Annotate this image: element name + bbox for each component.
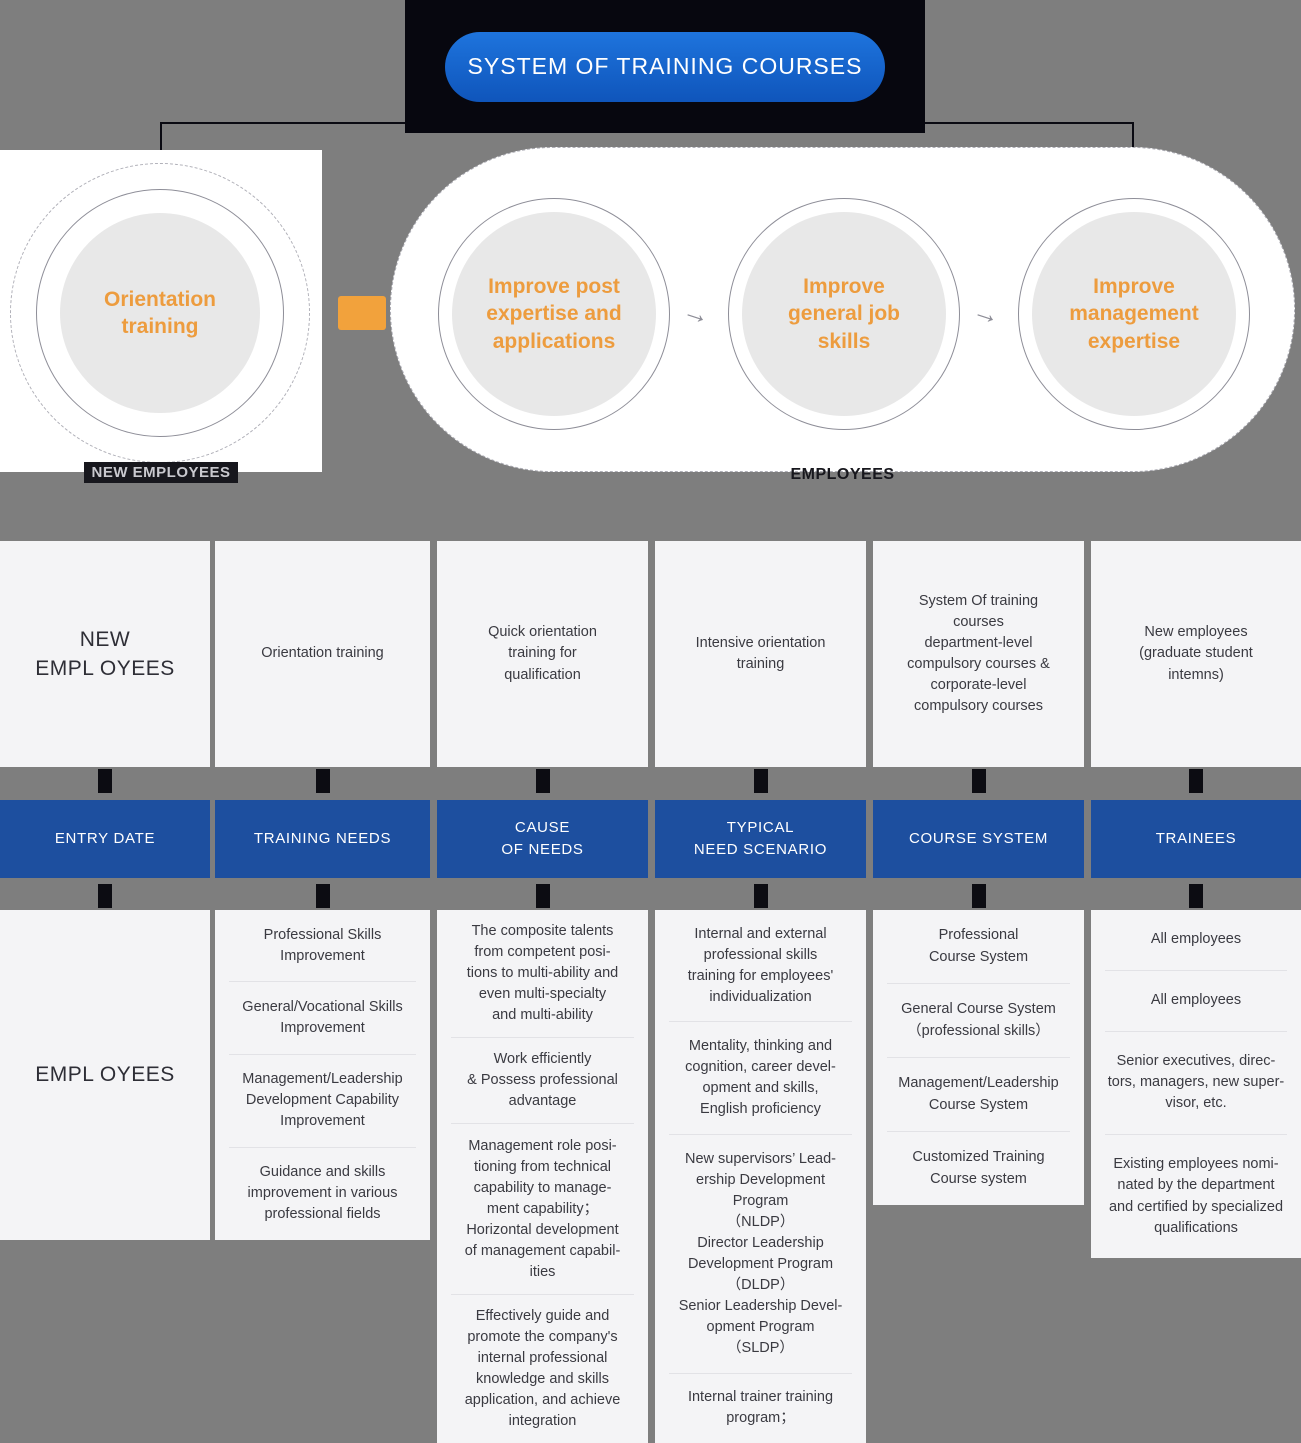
column-header-entry-date: ENTRY DATE (0, 800, 210, 878)
cell-quick-orientation: Quick orientation training for qualifica… (437, 541, 648, 767)
page-title: SYSTEM OF TRAINING COURSES (445, 31, 885, 102)
circle-disc: Orientation training (60, 213, 260, 413)
list-item: The composite talents from competent pos… (466, 923, 619, 1024)
new-employees-card: Orientation training (0, 150, 322, 472)
list-item: All employees (1150, 931, 1242, 948)
cause-of-needs-list: The composite talents from competent pos… (437, 910, 648, 1443)
column-header-training-needs: TRAINING NEEDS (215, 800, 430, 878)
list-item: Existing employees nomi- nated by the de… (1105, 1133, 1287, 1258)
cell-intensive-orientation: Intensive orientation training (655, 541, 866, 767)
list-item: All employees (1105, 969, 1287, 1031)
connector-bar (972, 884, 986, 908)
connector-bar (98, 769, 112, 793)
list-item: Work efficiently & Possess professional … (451, 1037, 634, 1123)
right-arrow-icon: → (679, 294, 715, 332)
connector-line-right-vertical (1132, 122, 1134, 149)
circle-disc: Improve general job skills (742, 212, 946, 416)
circle-label-management-expertise: Improve management expertise (1069, 275, 1199, 353)
cell-course-system-compulsory: System Of training courses department-le… (873, 541, 1084, 767)
circle-improve-post-expertise: Improve post expertise and applications (438, 198, 670, 430)
row-header-new-employees: NEW EMPL OYEES (0, 541, 210, 767)
list-item: Effectively guide and promote the compan… (451, 1293, 634, 1443)
cell-orientation-training: Orientation training (215, 541, 430, 767)
list-item: Management/Leadership Course System (887, 1057, 1070, 1131)
list-item: Customized Training Course system (887, 1131, 1070, 1205)
connector-bar (754, 769, 768, 793)
column-header-cause-of-needs: CAUSE OF NEEDS (437, 800, 648, 878)
header-box: SYSTEM OF TRAINING COURSES (405, 0, 925, 133)
connector-bar (98, 884, 112, 908)
column-header-course-system: COURSE SYSTEM (873, 800, 1084, 878)
circle-label-general-job-skills: Improve general job skills (787, 275, 901, 353)
right-arrow-icon: → (969, 294, 1005, 332)
list-item: Professional Skills Improvement (263, 926, 382, 964)
connector-line-left-vertical (160, 122, 162, 152)
list-item: Professional Course System (928, 927, 1029, 965)
list-item: Guidance and skills improvement in vario… (229, 1146, 416, 1240)
caption-new-employees: NEW EMPLOYEES (0, 462, 322, 483)
employees-card: Improve post expertise and applications … (390, 147, 1295, 472)
cell-new-employees-trainees: New employees (graduate student intemns) (1091, 541, 1301, 767)
connector-bar (754, 884, 768, 908)
circle-label-post-expertise: Improve post expertise and applications (486, 275, 622, 353)
trainees-list: All employees All employees Senior execu… (1091, 910, 1301, 1258)
column-header-trainees: TRAINEES (1091, 800, 1301, 878)
connector-bar (316, 884, 330, 908)
connector-bar (972, 769, 986, 793)
connector-bar (1189, 884, 1203, 908)
connector-line-left-horizontal (160, 122, 407, 124)
circle-ring: Orientation training (36, 189, 284, 437)
list-item: Internal trainer training program； (669, 1372, 852, 1443)
list-item: Mentality, thinking and cognition, caree… (669, 1021, 852, 1133)
connector-bar (536, 769, 550, 793)
connector-bar (536, 884, 550, 908)
list-item: General/Vocational Skills Improvement (229, 981, 416, 1053)
list-item: Management/Leadership Development Capabi… (229, 1053, 416, 1147)
circle-improve-general-job-skills: Improve general job skills (728, 198, 960, 430)
training-needs-list: Professional Skills Improvement General/… (215, 910, 430, 1240)
circle-improve-management-expertise: Improve management expertise (1018, 198, 1250, 430)
list-item: Internal and external professional skill… (687, 925, 834, 1005)
row-header-employees: EMPL OYEES (0, 910, 210, 1240)
typical-need-scenario-list: Internal and external professional skill… (655, 910, 866, 1443)
course-system-list: Professional Course System General Cours… (873, 910, 1084, 1205)
list-item: Management role posi- tioning from techn… (451, 1123, 634, 1293)
list-item: Senior executives, direc- tors, managers… (1105, 1030, 1287, 1134)
circle-label-orientation-training: Orientation training (103, 287, 216, 338)
caption-employees: EMPLOYEES (790, 466, 895, 483)
list-item: New supervisors’ Lead- ership Developmen… (669, 1133, 852, 1373)
column-header-typical-need-scenario: TYPICAL NEED SCENARIO (655, 800, 866, 878)
circle-disc: Improve post expertise and applications (452, 212, 656, 416)
connector-bar (1189, 769, 1203, 793)
list-item: General Course System （professional skil… (887, 983, 1070, 1057)
circle-disc: Improve management expertise (1032, 212, 1236, 416)
connector-line-right-horizontal (924, 122, 1134, 124)
connector-bar (316, 769, 330, 793)
orange-connector (338, 296, 386, 330)
